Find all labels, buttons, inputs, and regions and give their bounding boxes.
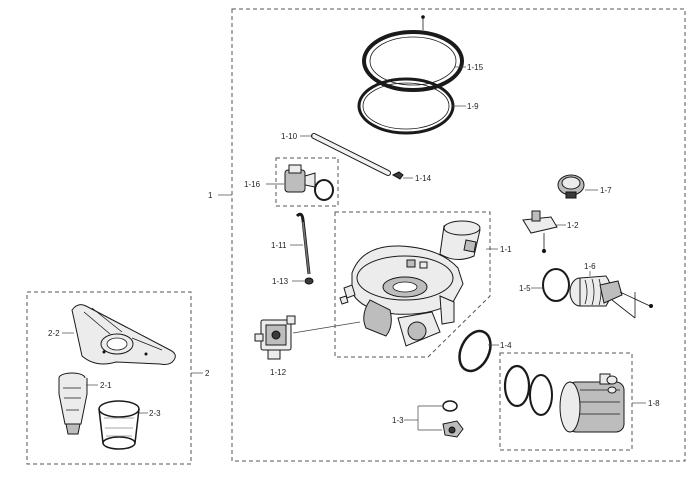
label-1-7: 1-7 (600, 186, 612, 195)
label-1-4: 1-4 (500, 341, 512, 350)
label-1-9: 1-9 (467, 102, 479, 111)
part-1-12-valve (254, 315, 296, 360)
part-1-6-motor (569, 275, 653, 319)
part-1-4-gasket (458, 329, 492, 373)
part-1-5-gasket (542, 268, 570, 302)
part-1-9-gasket (357, 77, 455, 135)
label-2-3: 2-3 (149, 409, 161, 418)
part-2-3-mesh (98, 400, 140, 450)
label-1-5: 1-5 (519, 284, 531, 293)
label-1-12: 1-12 (270, 368, 287, 377)
label-2-1: 2-1 (100, 381, 112, 390)
label-1-8: 1-8 (648, 399, 660, 408)
part-1-13-oring (304, 277, 314, 285)
part-1-7-sensor (557, 174, 585, 199)
part-1-3-valve (442, 400, 464, 438)
part-1-1-sump (339, 220, 481, 347)
label-1-10: 1-10 (281, 132, 298, 141)
label-1-14: 1-14 (415, 174, 432, 183)
part-1-8-pump (503, 364, 625, 433)
label-1-3: 1-3 (392, 416, 404, 425)
label-1-13: 1-13 (272, 277, 289, 286)
group-1-label: 1 (208, 191, 213, 200)
part-1-2-bracket (522, 210, 558, 253)
subassembly-1-8-frame (499, 352, 633, 451)
part-1-10-rod (311, 133, 391, 176)
label-1-2: 1-2 (567, 221, 579, 230)
part-1-11-tube (295, 212, 311, 275)
part-1-16-diverter (284, 164, 334, 201)
group-2-label: 2 (205, 369, 210, 378)
part-2-1-filter (58, 372, 88, 435)
label-1-1: 1-1 (500, 245, 512, 254)
label-1-6: 1-6 (584, 262, 596, 271)
label-2-2: 2-2 (48, 329, 60, 338)
part-1-15-ring (362, 15, 464, 92)
part-1-14-clip (391, 171, 404, 180)
label-1-16: 1-16 (244, 180, 261, 189)
assembly-1-frame (231, 8, 686, 462)
part-2-2-spray-arm (71, 304, 176, 365)
subassembly-1-1-frame (334, 211, 491, 358)
subassembly-1-16-frame (275, 157, 339, 207)
label-1-11: 1-11 (271, 241, 287, 250)
label-1-15: 1-15 (467, 63, 484, 72)
